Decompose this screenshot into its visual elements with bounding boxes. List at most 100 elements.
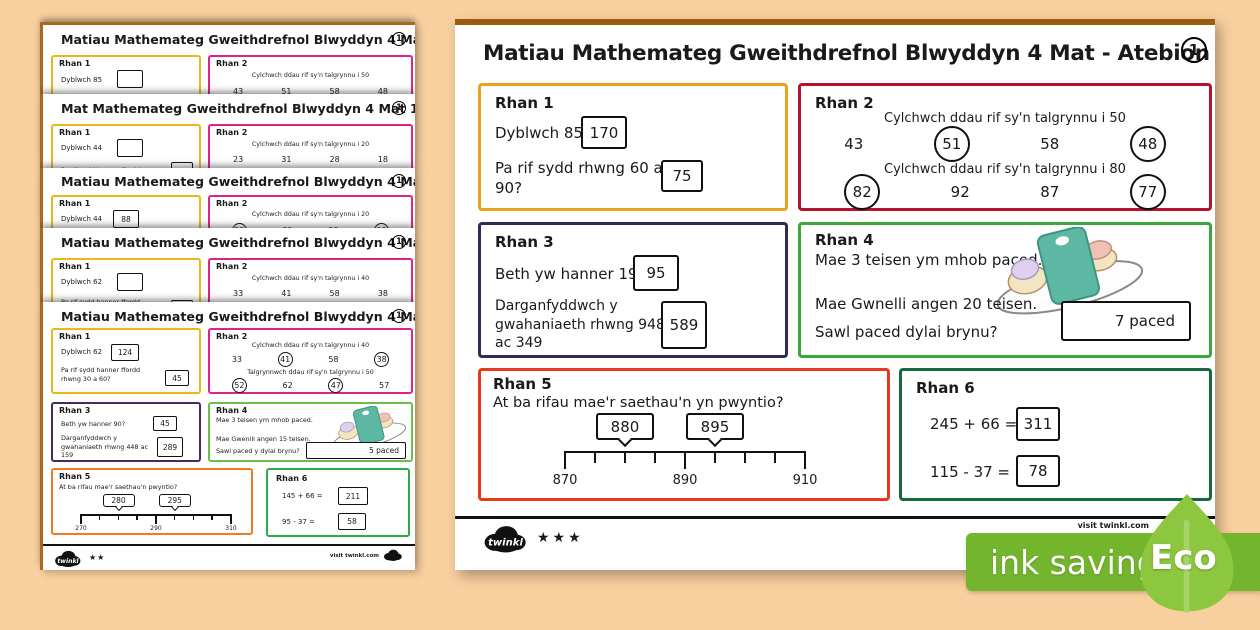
stacked-sheet-4: Matiau Mathemateg Gweithdrefnol Blwyddyn…: [40, 228, 415, 302]
answer-box: 589: [661, 301, 707, 349]
answer-bubble: 280: [102, 494, 135, 512]
circled-number: 51: [933, 126, 970, 162]
sheet-title: Matiau Mathemateg Gweithdrefnol Blwyddyn…: [61, 235, 415, 250]
instruction-text: Cylchwch ddau rif sy'n talgrynnu i 50: [884, 111, 1126, 126]
eco-label: Eco: [1150, 538, 1217, 578]
circled-number: 77: [1129, 174, 1166, 210]
cake-pack-illustration: [332, 406, 407, 450]
instruction-text: Cylchwch ddau rif sy'n talgrynnu i 20: [251, 141, 370, 148]
rhan-3-section: Rhan 3 Beth yw hanner 90? 45 Darganfyddw…: [51, 402, 201, 462]
rhan-2-section: Rhan 2 Cylchwch ddau rif sy'n talgrynnu …: [798, 83, 1212, 211]
tick: [98, 514, 101, 520]
section-label: Rhan 2: [216, 59, 248, 68]
rhan-1-section: Rhan 1 Dyblwch 85: [51, 55, 201, 94]
number: 28: [329, 154, 340, 164]
tick: [136, 514, 138, 520]
bubble-value: 295: [167, 496, 182, 505]
number: 58: [329, 288, 340, 298]
number: 33: [231, 354, 243, 364]
section-label: Rhan 3: [495, 233, 554, 251]
cake-pack-illustration: [996, 227, 1144, 315]
question-text: At ba rifau mae'r saethau'n yn pwyntio?: [493, 395, 784, 411]
question-text: Dyblwch 85: [61, 76, 103, 84]
bubble-pointer: [171, 503, 179, 512]
tick: [624, 451, 626, 463]
number: 92: [950, 183, 970, 201]
rhan-2-section: Rhan 2 Cylchwch ddau rif sy'n talgrynnu …: [208, 258, 413, 302]
instruction-text: Cylchwch ddau rif sy'n talgrynnu i 80: [884, 162, 1126, 177]
number-row: 33 41 58 38: [214, 285, 407, 301]
number: 38: [377, 288, 388, 298]
answer-box: 88: [113, 210, 139, 228]
question-text: Pa rif sydd hanner ffordd: [61, 166, 140, 168]
instruction-text: Cylchwch ddau rif sy'n talgrynnu i 20: [251, 211, 370, 218]
section-label: Rhan 2: [216, 332, 248, 341]
rhan-1-section: Rhan 1 Dyblwch 62 Pa rif sydd hanner ffo…: [51, 258, 201, 302]
number-row: 23 31 28 18: [214, 151, 407, 167]
circled-number: 82: [844, 174, 881, 210]
answer-box: 75: [661, 160, 703, 192]
word-problem-line: Sawl paced y dylai brynu?: [216, 447, 300, 455]
answer-box-empty: [117, 273, 143, 291]
section-label: Rhan 5: [493, 375, 552, 393]
rhan-6-section: Rhan 6 145 + 66 = 211 95 - 37 = 58: [266, 468, 410, 537]
rhan-2-section: Rhan 2 Cylchwch ddau rif sy'n talgrynnu …: [208, 328, 413, 394]
bubble-value: 880: [610, 417, 640, 436]
section-label: Rhan 4: [216, 406, 248, 415]
twinkl-logo-small: [384, 549, 402, 561]
section-label: Rhan 6: [276, 474, 308, 483]
instruction-text: Cylchwch ddau rif sy'n talgrynnu i 50: [251, 72, 370, 79]
bubble-pointer: [114, 503, 123, 512]
question-text: Beth yw hanner 190?: [495, 265, 656, 283]
rhan-2-section: Rhan 2 Cylchwch ddau rif sy'n talgrynnu …: [208, 124, 413, 168]
instruction-text: Cylchwch ddau rif sy'n talgrynnu i 40: [251, 275, 370, 282]
equation-text: 115 - 37 =: [930, 463, 1011, 481]
twinkl-logo: twinkl: [484, 526, 526, 553]
page-number-badge: 1: [392, 235, 406, 249]
answer-box: 78: [1016, 455, 1060, 487]
word-problem-line: Sawl paced dylai brynu?: [815, 323, 998, 341]
number: 41: [281, 288, 292, 298]
section-label: Rhan 1: [59, 128, 91, 137]
page-number-badge: 1: [392, 309, 406, 323]
rhan-2-section: Rhan 2 Cylchwch ddau rif sy'n talgrynnu …: [208, 55, 413, 94]
number-row: 33 41 58 38: [214, 351, 407, 367]
number: 43: [233, 86, 244, 95]
number-line: 280 295 270 290 310: [75, 494, 237, 536]
tick: [230, 514, 232, 524]
number-row: 43 51 58 48: [214, 83, 407, 95]
sheet-title: Matiau Mathemateg Gweithdrefnol Blwyddyn…: [61, 174, 415, 189]
number: 87: [1040, 183, 1060, 201]
number: 18: [377, 154, 388, 164]
svg-text:twinkl: twinkl: [488, 537, 523, 548]
svg-text:twinkl: twinkl: [57, 557, 79, 565]
rhan-1-section: Rhan 1 Dyblwch 44 Pa rif sydd hanner ffo…: [51, 124, 201, 168]
tick: [211, 514, 213, 520]
word-problem-line: Mae Gwnelli angen 20 teisen.: [815, 295, 1038, 313]
tick: [155, 514, 157, 524]
section-label: Rhan 2: [216, 262, 248, 271]
section-label: Rhan 1: [59, 199, 91, 208]
tick: [80, 514, 82, 524]
number: 62: [282, 380, 293, 390]
number-row: 43 51 58 48: [809, 126, 1201, 162]
sheet-title: Matiau Mathemateg Gweithdrefnol Blwyddyn…: [61, 32, 415, 47]
section-label: Rhan 2: [815, 94, 874, 112]
answer-box: 211: [338, 487, 368, 505]
answer-box: 124: [111, 344, 139, 361]
number-row: 82 92 87 77: [809, 174, 1201, 210]
question-text: Dyblwch 85: [495, 124, 583, 142]
answer-box: 45: [153, 416, 177, 431]
answer-box: 311: [1016, 407, 1060, 441]
twinkl-logo: twinkl: [55, 550, 81, 568]
sheet-title: Matiau Mathemateg Gweithdrefnol Blwyddyn…: [61, 309, 415, 324]
eco-leaf-icon: [1140, 493, 1234, 614]
number: 31: [282, 226, 292, 229]
section-label: Rhan 5: [59, 472, 91, 481]
section-label: Rhan 1: [495, 94, 554, 112]
rhan-1-section: Rhan 1 Dyblwch 44 88: [51, 195, 201, 228]
number: 28: [328, 226, 338, 229]
section-label: Rhan 3: [59, 406, 91, 415]
question-text: Pa rif sydd rhwng 60 a 90?: [495, 159, 663, 197]
